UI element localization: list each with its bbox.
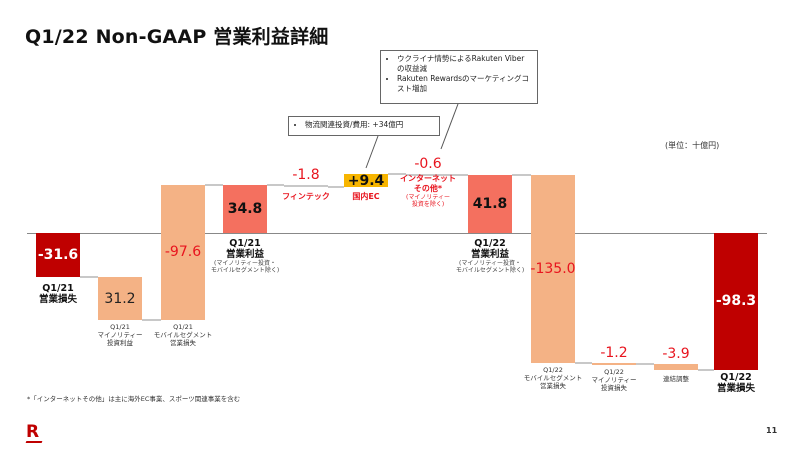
- value-label: 41.8: [472, 195, 508, 212]
- footnote: *「インターネットその他」は主に海外EC事業、スポーツ関連事業を含む: [27, 395, 241, 403]
- connector-line: [575, 361, 592, 364]
- connector-line: [636, 363, 654, 366]
- category-label: インターネット その他*(マイノリティー 投資を除く): [373, 174, 483, 208]
- category-label: フィンテック: [251, 192, 361, 202]
- waterfall-bar: [468, 174, 512, 233]
- category-label: Q1/22 マイノリティー 投資損失: [559, 368, 669, 392]
- category-label: Q1/22 営業損失: [681, 372, 791, 394]
- connector-line: [698, 368, 714, 371]
- callout-other-item: Rakuten Rewardsのマーケティングコスト増加: [397, 74, 531, 94]
- category-label: Q1/22 営業利益(マイノリティー投資・ モバイルセグメント除く): [435, 238, 545, 274]
- connector-line: [512, 173, 531, 176]
- waterfall-bar: [98, 276, 142, 321]
- category-label-text: Q1/21 モバイルセグメント 営業損失: [153, 323, 213, 347]
- category-label: Q1/21 モバイルセグメント 営業損失: [128, 323, 238, 347]
- category-label: Q1/21 営業損失: [3, 283, 113, 305]
- callout-other-item: ウクライナ情勢によるRakuten Viberの収益減: [397, 54, 531, 74]
- zero-baseline: [27, 233, 767, 234]
- category-label-text: Q1/21 営業利益: [225, 238, 264, 260]
- value-label: -1.2: [600, 344, 628, 361]
- unit-label: (単位：十億円): [665, 141, 720, 150]
- waterfall-bar: [714, 233, 758, 370]
- value-label: 31.2: [104, 290, 136, 307]
- category-sublabel: (マイノリティー 投資を除く): [406, 194, 450, 208]
- callout-other: ウクライナ情勢によるRakuten Viberの収益減 Rakuten Rewa…: [380, 50, 538, 104]
- waterfall-bar: [344, 174, 388, 188]
- category-label-text: Q1/21 営業損失: [38, 283, 77, 305]
- value-label: -97.6: [164, 244, 202, 261]
- category-label-text: 連結調整: [663, 375, 689, 383]
- callout-pointer-other: [440, 103, 459, 150]
- callout-logistics-text: 物流関連投資/費用: +34億円: [305, 120, 433, 130]
- waterfall-bar: [223, 184, 267, 233]
- category-label: Q1/21 営業利益(マイノリティー投資・ モバイルセグメント除く): [190, 238, 300, 274]
- callout-logistics: 物流関連投資/費用: +34億円: [288, 116, 440, 136]
- waterfall-bar: [36, 233, 80, 277]
- connector-line: [388, 173, 406, 176]
- category-label-text: 国内EC: [352, 192, 380, 201]
- value-label: 34.8: [227, 200, 263, 217]
- connector-line: [205, 183, 223, 186]
- page-number: 11: [766, 426, 778, 435]
- connector-line: [328, 186, 344, 189]
- waterfall-bar: [654, 364, 698, 370]
- category-sublabel: (マイノリティー投資・ モバイルセグメント除く): [210, 260, 280, 274]
- connector-line: [142, 319, 161, 322]
- value-label: -31.6: [37, 246, 79, 263]
- connector-line: [267, 183, 284, 186]
- category-label: 国内EC: [311, 192, 421, 202]
- category-label: 連結調整: [621, 375, 731, 383]
- waterfall-bar: [592, 362, 636, 365]
- value-label: -3.9: [662, 346, 690, 363]
- category-sublabel: (マイノリティー投資・ モバイルセグメント除く): [455, 260, 525, 274]
- connector-line: [450, 173, 468, 176]
- page-title: Q1/22 Non-GAAP 営業利益詳細: [25, 26, 329, 48]
- waterfall-bar: [161, 184, 205, 321]
- value-label: -98.3: [715, 293, 757, 310]
- waterfall-bar: [406, 174, 450, 177]
- rakuten-logo: R: [26, 422, 40, 442]
- waterfall-bar: [531, 174, 575, 363]
- category-label-text: Q1/22 営業損失: [716, 372, 755, 394]
- value-label: +9.4: [347, 172, 385, 189]
- category-label: Q1/22 モバイルセグメント 営業損失: [498, 366, 608, 390]
- waterfall-bar: [284, 184, 328, 188]
- category-label-text: Q1/22 マイノリティー 投資損失: [591, 368, 637, 392]
- rakuten-logo-underline: [25, 441, 43, 443]
- category-label-text: インターネット その他*: [400, 174, 456, 193]
- category-label-text: Q1/22 モバイルセグメント 営業損失: [523, 366, 583, 390]
- callout-pointer-logistics: [365, 135, 379, 169]
- category-label-text: フィンテック: [282, 192, 330, 201]
- category-label-text: Q1/21 マイノリティー 投資利益: [97, 323, 143, 347]
- category-label-text: Q1/22 営業利益: [470, 238, 509, 260]
- connector-line: [80, 275, 98, 278]
- value-label: -1.8: [292, 166, 320, 183]
- value-label: -0.6: [414, 156, 442, 173]
- value-label: -135.0: [530, 260, 576, 277]
- category-label: Q1/21 マイノリティー 投資利益: [65, 323, 175, 347]
